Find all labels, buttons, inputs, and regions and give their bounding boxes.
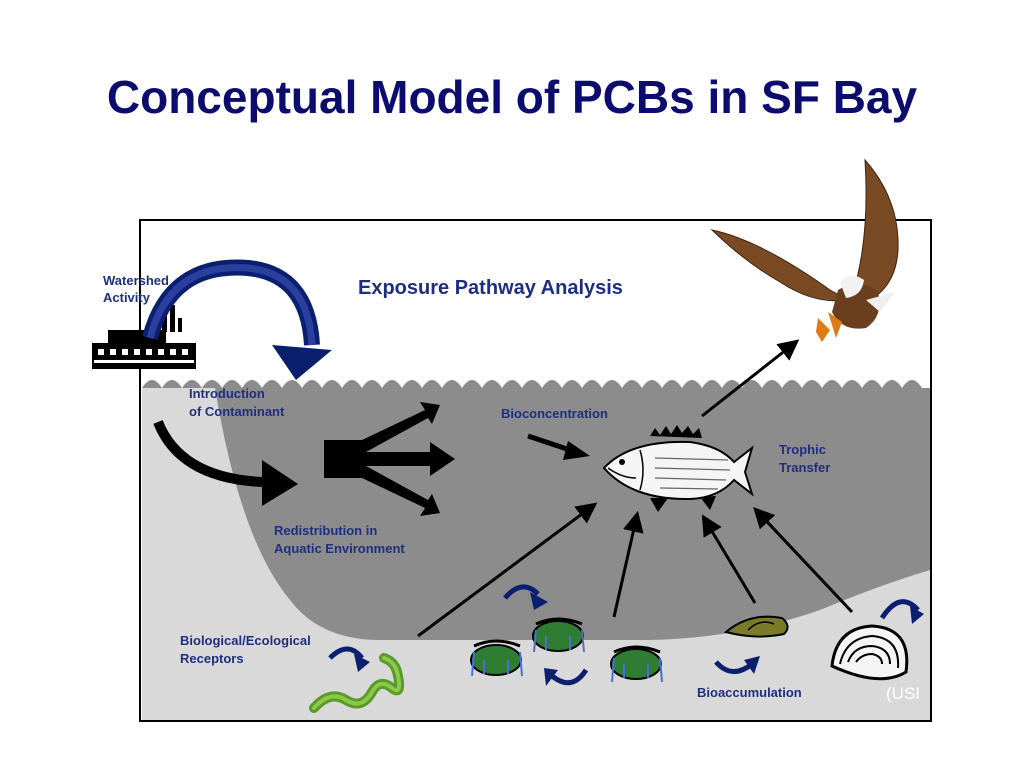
small-curved-arrow	[544, 668, 589, 686]
curved-blue-arrow	[142, 259, 332, 380]
arrow-crab-to-fish	[612, 510, 644, 618]
clam-icon	[830, 624, 909, 681]
label-watershed-line1: Watershed	[103, 273, 169, 288]
label-trophic-line1: Trophic	[779, 442, 826, 457]
worm-icon	[309, 653, 405, 713]
small-curved-arrow	[328, 646, 370, 672]
bioconcentration-arrow	[527, 433, 590, 460]
diagram-heading: Exposure Pathway Analysis	[358, 277, 623, 299]
label-bioconcentration: Bioconcentration	[501, 406, 608, 421]
credit-text: (USI	[886, 684, 920, 703]
label-watershed-line2: Activity	[103, 290, 151, 305]
arrow-clam-to-fish	[753, 506, 854, 614]
redistribution-arrow	[153, 420, 298, 506]
small-curved-arrow	[503, 584, 548, 610]
label-receptors-line2: Receptors	[180, 651, 244, 666]
crustacean-icon	[610, 645, 663, 683]
label-introduction-line1: Introduction	[189, 386, 265, 401]
slide-title: Conceptual Model of PCBs in SF Bay	[106, 71, 918, 123]
small-curved-arrow	[879, 599, 924, 624]
arrow-snail-to-fish	[701, 514, 757, 604]
label-introduction-line2: of Contaminant	[189, 404, 285, 419]
label-bioaccumulation: Bioaccumulation	[697, 685, 802, 700]
label-trophic-line2: Transfer	[779, 460, 830, 475]
label-receptors-line1: Biological/Ecological	[180, 633, 311, 648]
crustacean-icon	[470, 639, 523, 677]
label-redistribution-line1: Redistribution in	[274, 523, 377, 538]
crustacean-icon	[532, 617, 585, 653]
label-redistribution-line2: Aquatic Environment	[274, 541, 405, 556]
eagle-icon	[710, 158, 899, 342]
small-curved-arrow	[714, 656, 760, 674]
split-arrow	[324, 402, 455, 516]
sediment-bed	[142, 388, 930, 720]
trophic-arrow-to-eagle	[701, 339, 800, 418]
arrow-worm-to-fish	[417, 502, 598, 638]
fish-icon	[602, 425, 754, 512]
snail-icon	[723, 615, 789, 638]
